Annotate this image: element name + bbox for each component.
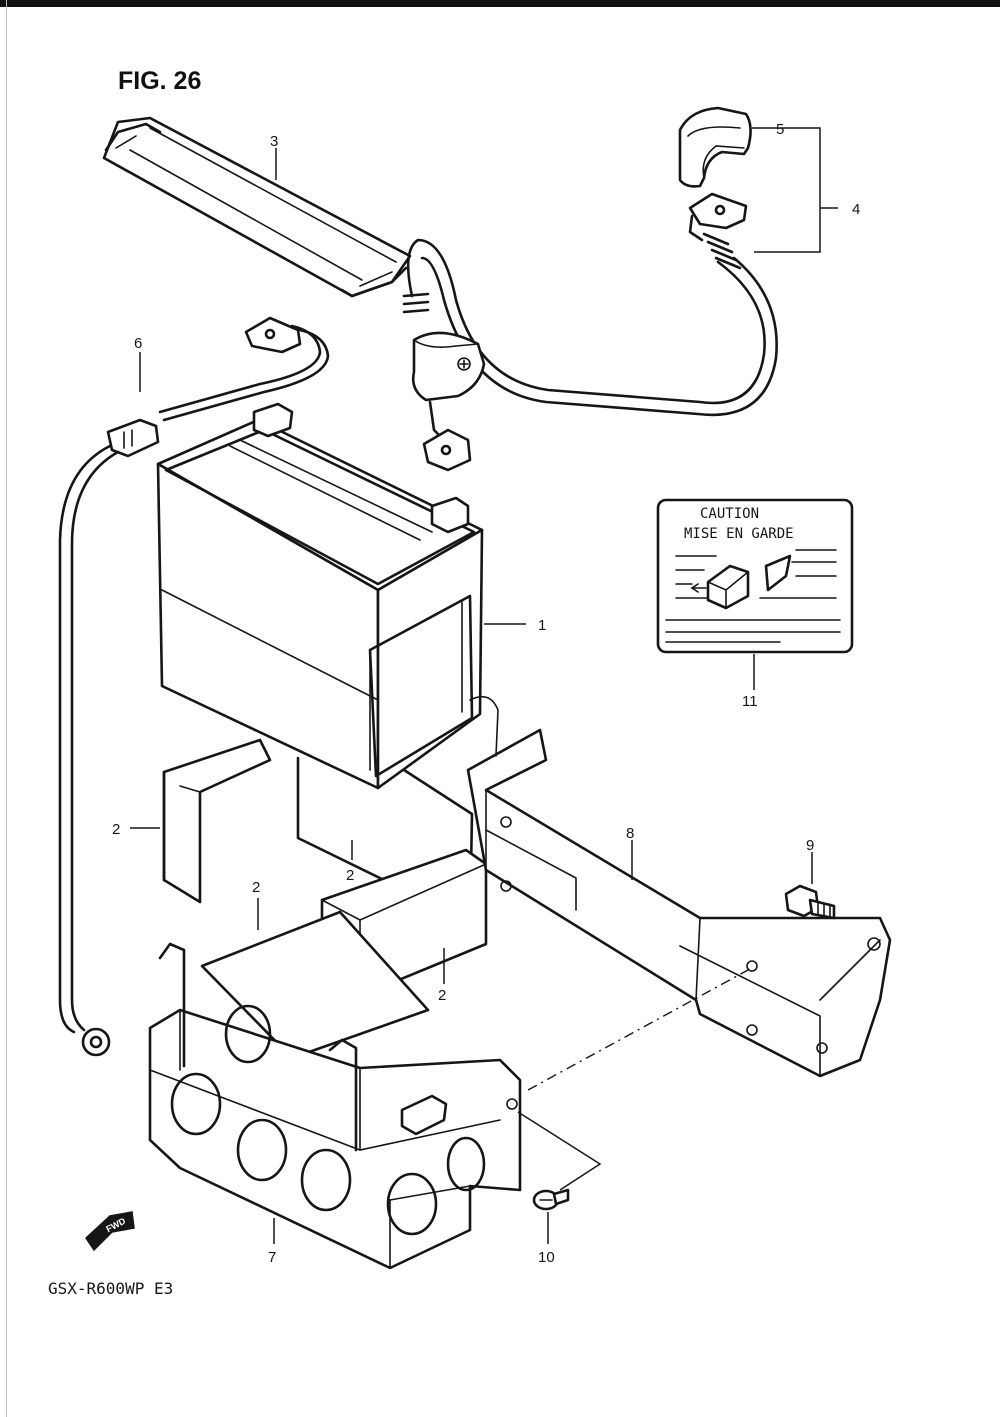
model-code: GSX-R600WP E3 — [48, 1279, 173, 1298]
ground-lead — [58, 316, 330, 1057]
left-border — [6, 0, 7, 1417]
callout-2-front: 2 — [438, 987, 446, 1004]
battery-holder — [148, 942, 522, 1270]
battery-band — [102, 116, 412, 298]
battery — [156, 402, 484, 790]
assembly-line-screw — [517, 1111, 602, 1191]
terminal-cover — [678, 106, 752, 188]
screw — [532, 1188, 570, 1211]
spacer-left — [162, 738, 272, 904]
bolt — [784, 884, 836, 920]
callout-4: 4 — [852, 201, 860, 218]
callout-6: 6 — [134, 335, 142, 352]
caution-label-line1: CAUTION — [700, 506, 759, 522]
fwd-arrow-icon: FWD — [85, 1211, 135, 1252]
callout-leaders — [130, 127, 838, 1244]
spacer-plate — [200, 910, 430, 1060]
callout-2-plate: 2 — [252, 879, 260, 896]
callout-8: 8 — [626, 825, 634, 842]
callout-11: 11 — [742, 693, 758, 710]
caution-label-line2: MISE EN GARDE — [684, 526, 794, 542]
callout-2-left: 2 — [112, 821, 120, 838]
callout-7: 7 — [268, 1249, 276, 1266]
callout-5: 5 — [776, 121, 784, 138]
holder-bracket — [466, 695, 892, 1078]
callout-3: 3 — [270, 133, 278, 150]
battery-cable — [402, 192, 778, 472]
caution-label: CAUTION MISE EN GARDE — [656, 498, 854, 654]
callout-10: 10 — [538, 1249, 555, 1266]
callout-2-mid: 2 — [346, 867, 354, 884]
figure-title: FIG. 26 — [118, 67, 201, 95]
callout-9: 9 — [806, 837, 814, 854]
top-border — [0, 0, 1000, 7]
assembly-line-bracket — [527, 969, 749, 1091]
callout-1: 1 — [538, 617, 546, 634]
